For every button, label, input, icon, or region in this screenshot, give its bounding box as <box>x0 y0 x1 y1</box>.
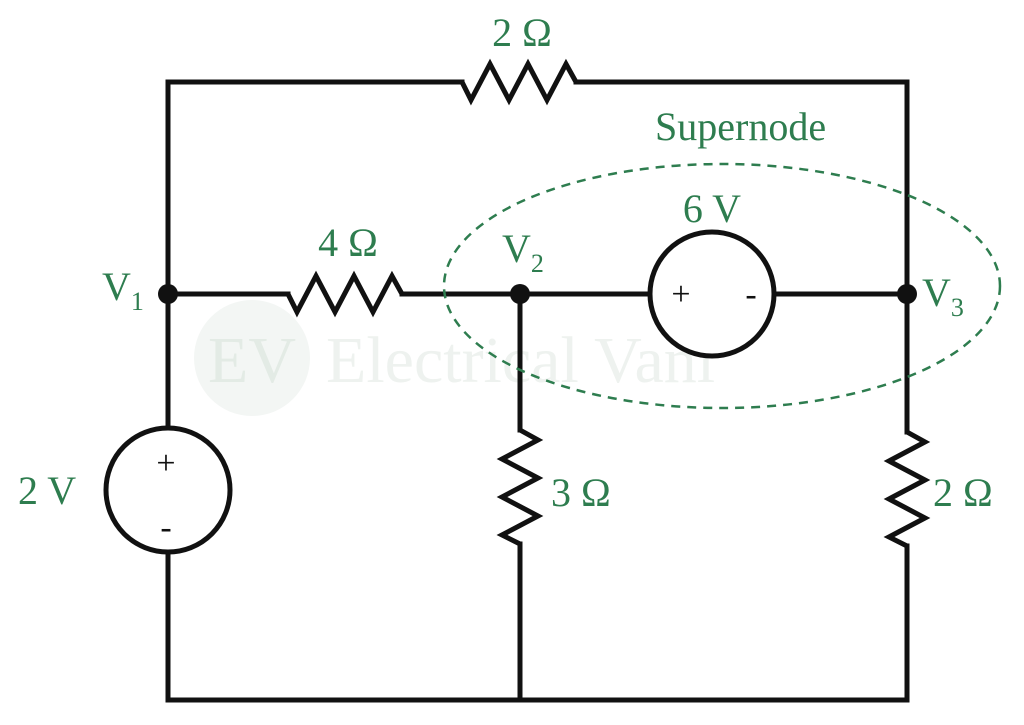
label-node-v2-main: V <box>502 226 531 271</box>
label-node-v3-main: V <box>922 270 951 315</box>
label-source-left: 2 V <box>18 468 76 513</box>
label-resistor-top: 2 Ω <box>492 10 552 55</box>
label-node-v2: V2 <box>502 226 544 278</box>
resistor-center <box>496 427 544 547</box>
voltage-source-left <box>103 425 233 555</box>
supernode-boundary <box>442 162 1002 410</box>
label-resistor-right: 2 Ω <box>933 470 993 515</box>
watermark: EV Electrical Vani <box>194 300 715 416</box>
voltage-source-mid <box>647 229 777 359</box>
wires <box>165 79 910 703</box>
resistor-top <box>459 58 579 106</box>
node-v3-dot <box>897 284 917 304</box>
resistor-right <box>883 429 931 549</box>
source-mid-plus-sign: + <box>671 276 690 313</box>
resistor-mid <box>285 270 405 318</box>
node-v1-dot <box>158 284 178 304</box>
label-node-v1-main: V <box>102 264 131 309</box>
label-node-v2-sub: 2 <box>531 249 544 278</box>
label-node-v1: V1 <box>102 264 144 316</box>
node-v2-dot <box>510 284 530 304</box>
label-node-v1-sub: 1 <box>131 287 144 316</box>
source-left-plus-sign: + <box>156 445 175 482</box>
label-resistor-center: 3 Ω <box>551 470 611 515</box>
watermark-logo: EV <box>208 324 296 397</box>
label-resistor-mid: 4 Ω <box>318 220 378 265</box>
label-node-v3-sub: 3 <box>951 293 964 322</box>
source-left-minus-sign: - <box>160 509 171 546</box>
watermark-logo-circle <box>194 300 310 416</box>
label-source-mid: 6 V <box>683 186 741 231</box>
label-supernode: Supernode <box>655 104 826 149</box>
source-mid-minus-sign: - <box>745 276 756 313</box>
label-node-v3: V3 <box>922 270 964 322</box>
